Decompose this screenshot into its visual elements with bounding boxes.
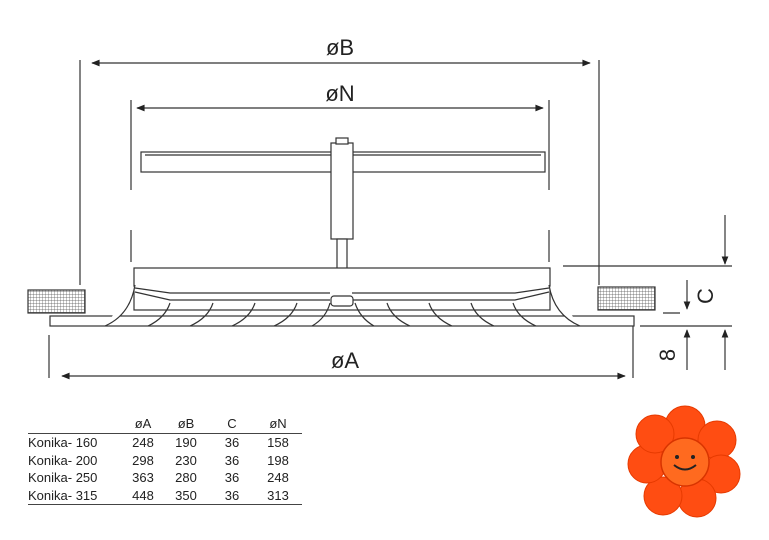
cell-n: 158: [267, 435, 289, 451]
base-plate: [49, 315, 635, 327]
header-a: øA: [124, 416, 162, 434]
nut: [330, 295, 354, 307]
table-header-row: øA øB C øN: [28, 416, 302, 434]
cell-c: 36: [210, 486, 254, 505]
cell-b: 190: [175, 435, 197, 451]
cell-c: 36: [224, 435, 240, 451]
cell-b: 230: [175, 452, 197, 468]
header-c: C: [210, 416, 254, 434]
cell-n: 248: [267, 470, 289, 486]
label-b: øB: [326, 35, 354, 60]
header-name: [28, 416, 124, 434]
cell-n: 313: [254, 486, 302, 505]
table-row: Konika- 200 298 230 36 198: [28, 452, 302, 470]
cell-a: 448: [124, 486, 162, 505]
cell-c: 36: [224, 452, 240, 468]
cell-c: 36: [224, 470, 240, 486]
cell-b: 350: [162, 486, 210, 505]
cell-name: Konika- 315: [28, 486, 124, 505]
dimensions-table: øA øB C øN Konika- 160 248 190 36 158 Ko…: [28, 416, 302, 505]
center-bracket: [330, 142, 354, 240]
cell-b: 280: [175, 470, 197, 486]
cell-name: Konika- 250: [28, 470, 98, 486]
mesh-pad-left: [27, 289, 86, 314]
table-row: Konika- 315 448 350 36 313: [28, 486, 302, 505]
header-n: øN: [254, 416, 302, 434]
label-n: øN: [325, 81, 354, 106]
technical-drawing: øB øN øA C 8: [27, 35, 732, 380]
label-a: øA: [331, 348, 359, 373]
cell-a: 248: [132, 435, 154, 451]
cell-n: 198: [267, 452, 289, 468]
label-8: 8: [655, 349, 680, 361]
smiley-face-icon: [660, 437, 710, 487]
header-b: øB: [162, 416, 210, 434]
flower-smiley-logo: [627, 405, 741, 518]
cell-a: 363: [132, 470, 154, 486]
louver-blades: [147, 302, 537, 327]
mesh-pad-right: [597, 286, 656, 311]
cell-a: 298: [132, 452, 154, 468]
cell-name: Konika- 160: [28, 435, 98, 451]
cell-name: Konika- 200: [28, 452, 98, 468]
label-c: C: [693, 288, 718, 304]
table-row: Konika- 160 248 190 36 158: [28, 434, 302, 452]
table-row: Konika- 250 363 280 36 248: [28, 469, 302, 487]
